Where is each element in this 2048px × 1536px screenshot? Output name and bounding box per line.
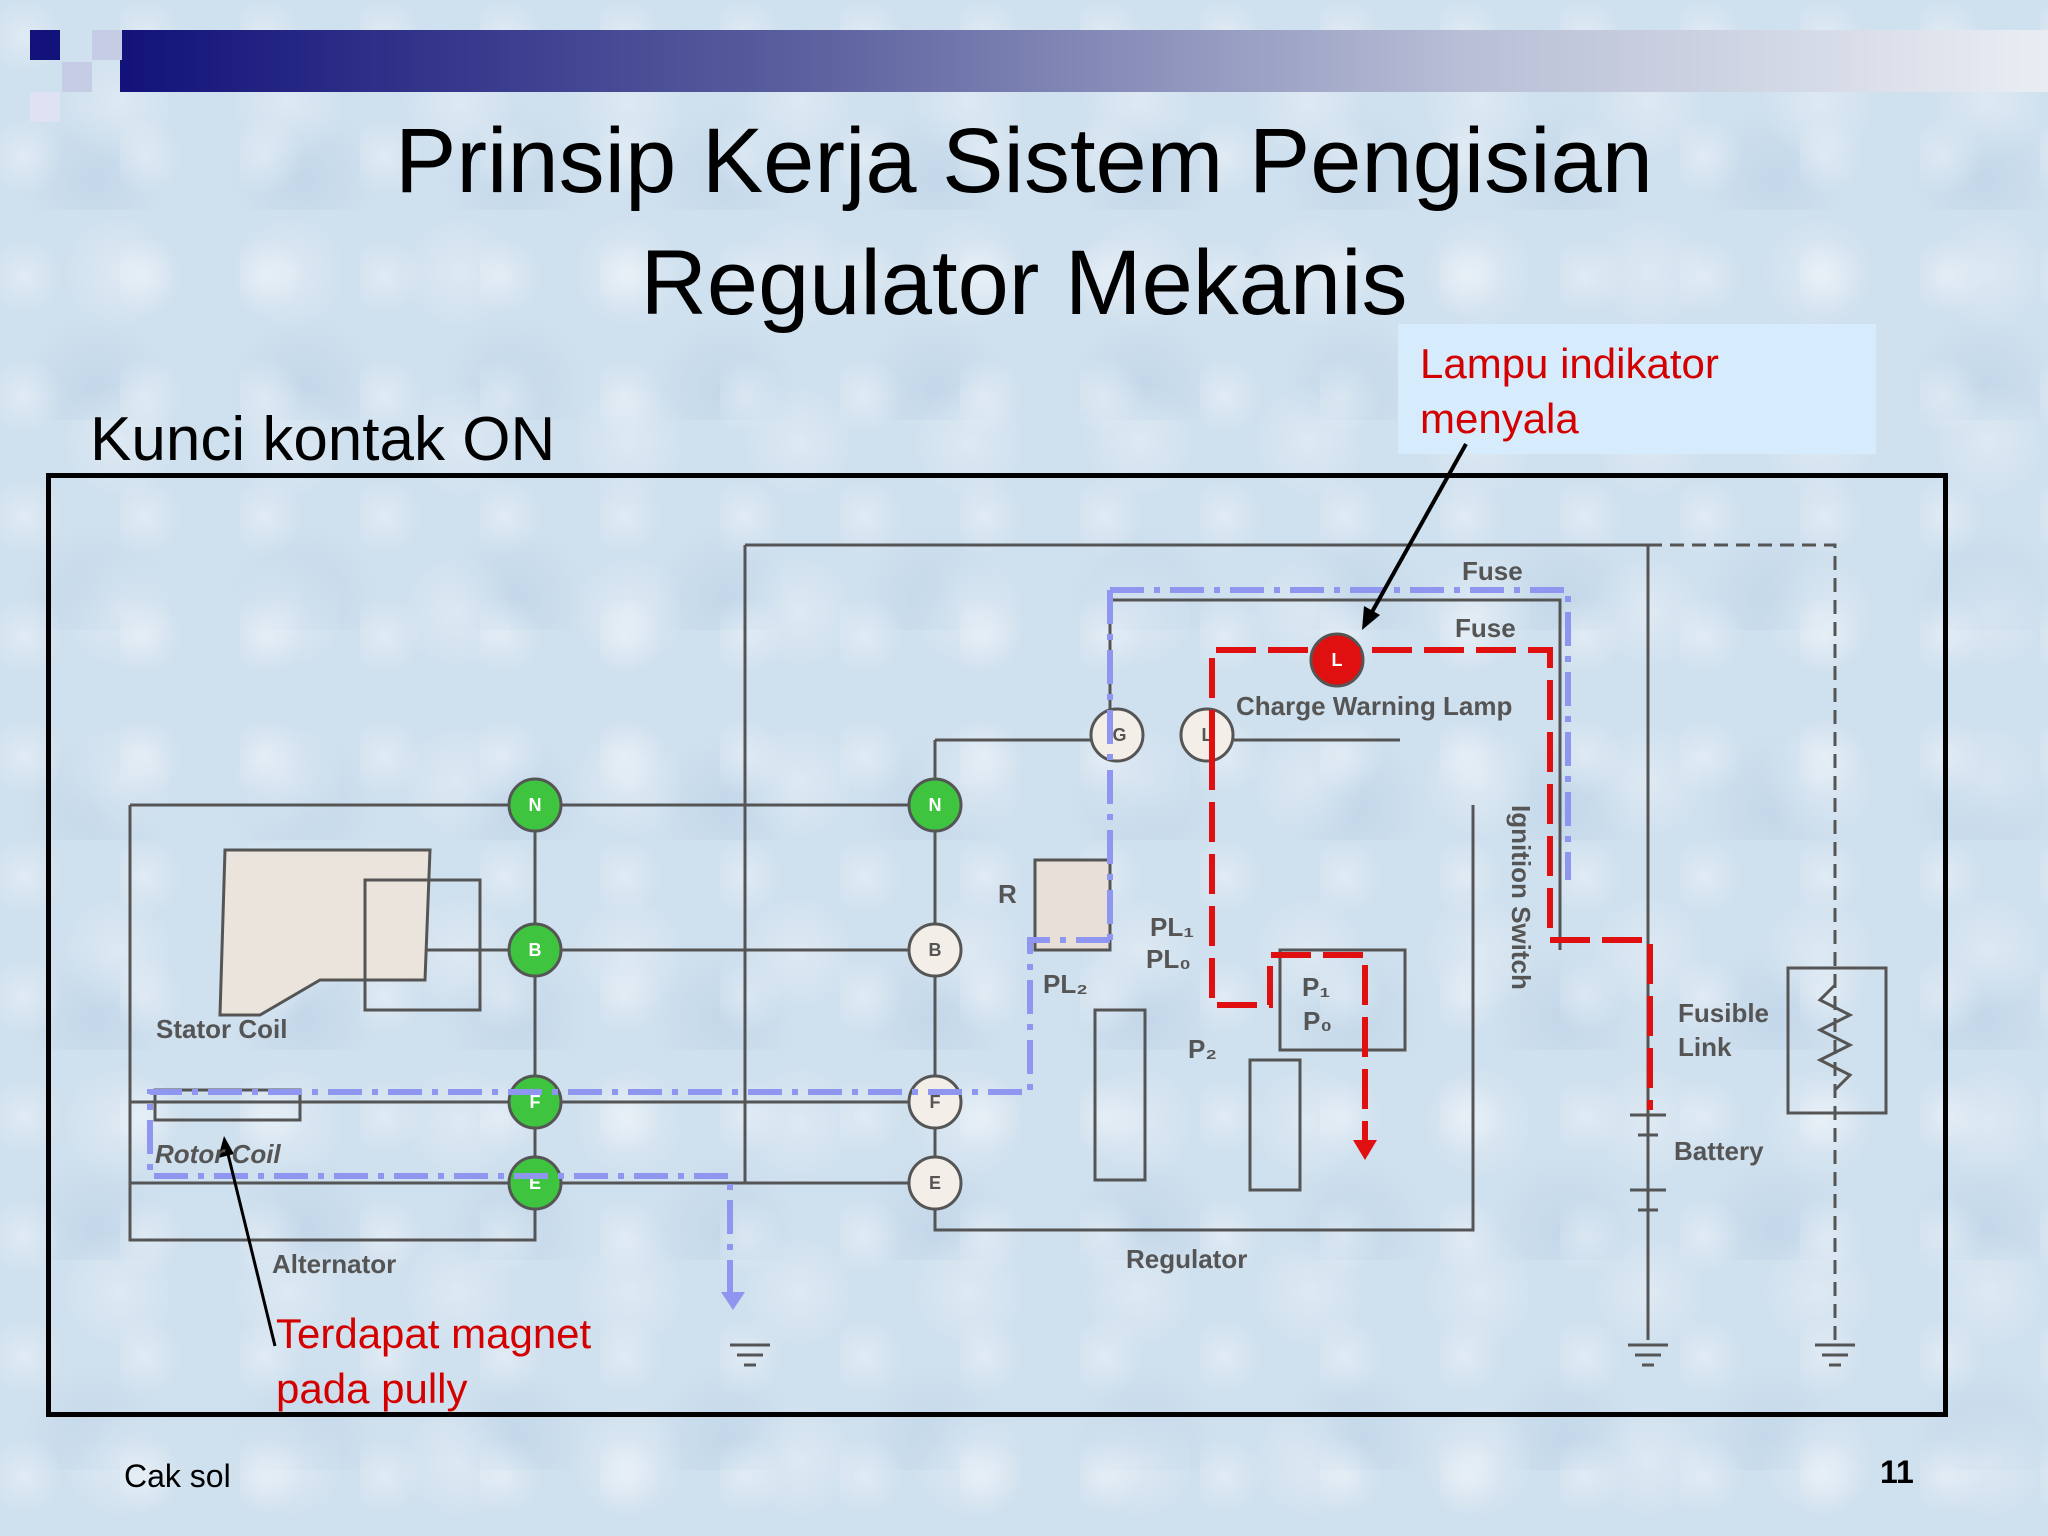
terminal-f-alt-label: F [530,1092,541,1112]
resistor-label: R [998,879,1017,909]
pl2-label: PL₂ [1043,969,1088,999]
terminal-n-reg-label: N [929,795,942,815]
fusible-link-label-1: Fusible [1678,998,1769,1028]
wire-reg-vertical [933,740,1475,1232]
terminal-n-regulator [907,777,963,833]
current-path-blue [147,587,1571,1300]
regulator-label: Regulator [1126,1244,1247,1274]
header-square-light [92,30,122,60]
regulator-coil-right [1248,1058,1302,1192]
magnet-callout-arrowhead [218,1136,234,1158]
battery-plates [1630,1113,1666,1212]
lamp-callout-line-2: menyala [1420,395,1579,442]
terminal-n-alt-label: N [529,795,542,815]
slide-title: Prinsip Kerja Sistem Pengisian Regulator… [0,100,2048,344]
lamp-callout-arrowhead [1362,606,1380,630]
lamp-callout-line-1: Lampu indikator [1420,340,1719,387]
stator-coil-label: Stator Coil [156,1014,287,1044]
p2-label: P₂ [1188,1034,1217,1064]
fuse-top-label: Fuse [1462,556,1523,586]
diagram-frame [46,473,1948,1417]
wire-alt-left [128,805,537,1242]
charge-warning-lamp-label: Charge Warning Lamp [1236,691,1512,721]
lamp-callout: Lampu indikator menyala [1420,336,1719,446]
ground-symbol-right [1815,1343,1855,1367]
magnet-callout-line-2: pada pully [276,1365,468,1412]
regulator-coil-left [1093,1008,1147,1182]
ground-symbol-battery [1628,1343,1668,1367]
lamp-symbol-label: L [1332,650,1343,670]
magnet-callout-line-1: Terdapat magnet [276,1310,592,1357]
ignition-switch-label: Ignition Switch [1506,805,1536,990]
current-path-blue-arrow [721,1292,745,1310]
terminal-ig [1089,707,1145,763]
title-line-1: Prinsip Kerja Sistem Pengisian [395,110,1653,212]
terminal-b-alt-label: B [529,940,542,960]
regulator-resistor-block [1033,858,1112,952]
p1-label: P₁ [1302,972,1330,1002]
terminal-l [1179,707,1235,763]
ground-symbol-left [730,1343,770,1367]
p0-label: P₀ [1303,1006,1332,1036]
header-gradient-bar [120,30,2048,92]
wire-right-dashed [1648,543,1837,1340]
terminal-l-label: L [1202,725,1213,745]
magnet-callout-arrow [225,1149,277,1347]
regulator-relay [1278,948,1407,1052]
magnet-callout: Terdapat magnet pada pully [276,1306,591,1416]
alternator-rectifier [363,878,482,1012]
current-path-red-arrow [1353,1140,1377,1160]
terminal-b-regulator [907,922,963,978]
fusible-link-label-2: Link [1678,1032,1732,1062]
battery-label: Battery [1674,1136,1764,1166]
terminal-n-alternator [507,777,563,833]
gauge-box [1786,966,1888,1115]
footer-author: Cak sol [124,1458,231,1494]
current-path-red [1209,647,1653,1155]
pl0-label: PL₀ [1146,944,1191,974]
slide-subtitle: Kunci kontak ON [90,405,556,474]
terminal-e-alternator [507,1155,563,1211]
rotor-coil-label: Rotor Coil [155,1139,281,1169]
terminal-b-alternator [507,922,563,978]
gauge-resistor [1816,983,1854,1092]
alternator-label: Alternator [272,1249,396,1279]
terminal-b-reg-label: B [929,940,942,960]
terminal-e-reg-label: E [929,1173,941,1193]
fuse-second-label: Fuse [1455,613,1516,643]
header-square-light [30,92,60,122]
page-number: 11 [1880,1454,1914,1490]
alternator-stator-block [218,848,432,1017]
lamp-callout-box [1398,324,1876,454]
terminal-e-regulator [907,1155,963,1211]
terminal-f-reg-label: F [930,1092,941,1112]
title-line-2: Regulator Mekanis [640,232,1408,334]
header-square-dark [30,30,60,60]
pl1-label: PL₁ [1150,912,1194,942]
lamp-callout-arrow [1370,443,1468,613]
header-square-light [62,62,92,92]
